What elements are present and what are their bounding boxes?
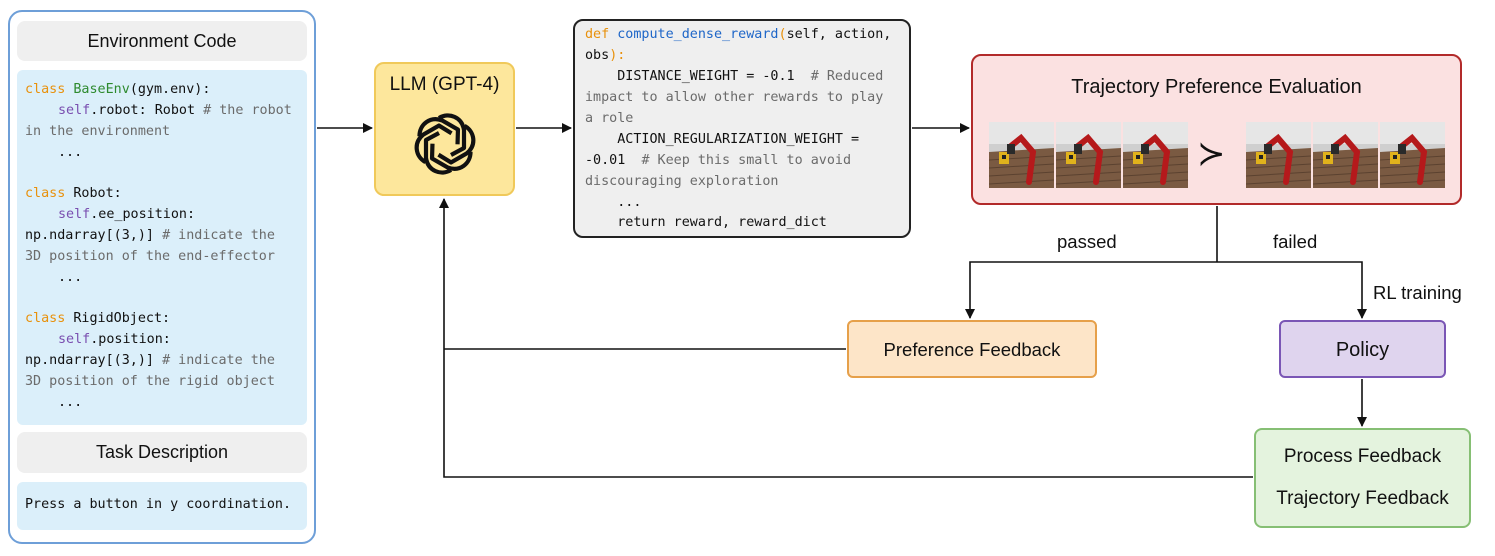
trajectory-frame-image — [1056, 122, 1121, 188]
code-line: def compute_dense_reward(self, action, — [585, 27, 892, 42]
trajectory-frame-image — [1123, 122, 1188, 188]
openai-logo-icon — [414, 113, 476, 175]
code-line: discouraging exploration — [585, 174, 779, 189]
environment-code-title: Environment Code — [17, 21, 307, 61]
code-line: self.position: — [58, 332, 171, 347]
trajectory-frame-image — [1380, 122, 1445, 188]
trajectory-preference-evaluation-box: Trajectory Preference Evaluation ≻ — [971, 54, 1462, 205]
process-feedback-label: Process Feedback — [1283, 446, 1442, 467]
code-line: return reward, reward_dict — [585, 215, 827, 230]
task-description-title: Task Description — [17, 432, 307, 473]
process-trajectory-feedback-box: Process Feedback Trajectory Feedback — [1254, 428, 1471, 528]
arrow-failed — [1217, 261, 1367, 319]
llm-title: LLM (GPT-4) — [389, 74, 500, 95]
arrow-passed — [965, 261, 1217, 319]
code-line: 3D position of the rigid object — [25, 374, 275, 389]
code-line: self.ee_position: — [58, 207, 196, 222]
task-description-block: Press a button in y coordination. — [17, 482, 307, 530]
trajectory-feedback-label: Trajectory Feedback — [1276, 488, 1449, 509]
preference-symbol: ≻ — [1197, 134, 1226, 174]
trajectory-eval-title: Trajectory Preference Evaluation — [1071, 76, 1362, 98]
code-line: class RigidObject: — [25, 311, 171, 326]
code-line: obs): — [585, 48, 626, 63]
code-line: a role — [585, 111, 634, 126]
code-line: class Robot: — [25, 186, 122, 201]
code-line: self.robot: Robot # the robot — [58, 103, 292, 118]
preferred-trajectory-frames — [989, 122, 1189, 188]
code-line: np.ndarray[(3,)] # indicate the — [25, 353, 275, 368]
arrow-feedback-to-llm — [439, 198, 1253, 478]
trajectory-frame-image — [989, 122, 1054, 188]
code-line: 3D position of the end-effector — [25, 249, 275, 264]
code-line: ACTION_REGULARIZATION_WEIGHT = — [585, 132, 860, 147]
environment-code-block: class BaseEnv(gym.env): self.robot: Robo… — [17, 70, 307, 425]
code-line: in the environment — [25, 124, 171, 139]
code-line: -0.01 # Keep this small to avoid — [585, 153, 852, 168]
trajectory-frame-image — [1313, 122, 1378, 188]
reward-code-block: def compute_dense_reward(self, action, o… — [573, 19, 911, 238]
rl-training-label: RL training — [1373, 282, 1462, 303]
failed-label: failed — [1273, 231, 1318, 252]
code-line: np.ndarray[(3,)] # indicate the — [25, 228, 275, 243]
llm-box: LLM (GPT-4) — [374, 62, 515, 196]
passed-label: passed — [1057, 231, 1117, 252]
code-line: ... — [58, 145, 83, 160]
code-line: ... — [585, 195, 642, 210]
trajectory-frame-image — [1246, 122, 1311, 188]
code-line: ... — [58, 270, 83, 285]
code-line: class BaseEnv(gym.env): — [25, 82, 211, 97]
policy-box: Policy — [1279, 320, 1446, 378]
code-line: DISTANCE_WEIGHT = -0.1 # Reduced — [585, 69, 884, 84]
preference-feedback-box: Preference Feedback — [847, 320, 1097, 378]
code-line: impact to allow other rewards to play — [585, 90, 884, 105]
code-line: ... — [58, 395, 83, 410]
task-text: Press a button in y coordination. — [25, 497, 292, 512]
other-trajectory-frames — [1246, 122, 1446, 188]
